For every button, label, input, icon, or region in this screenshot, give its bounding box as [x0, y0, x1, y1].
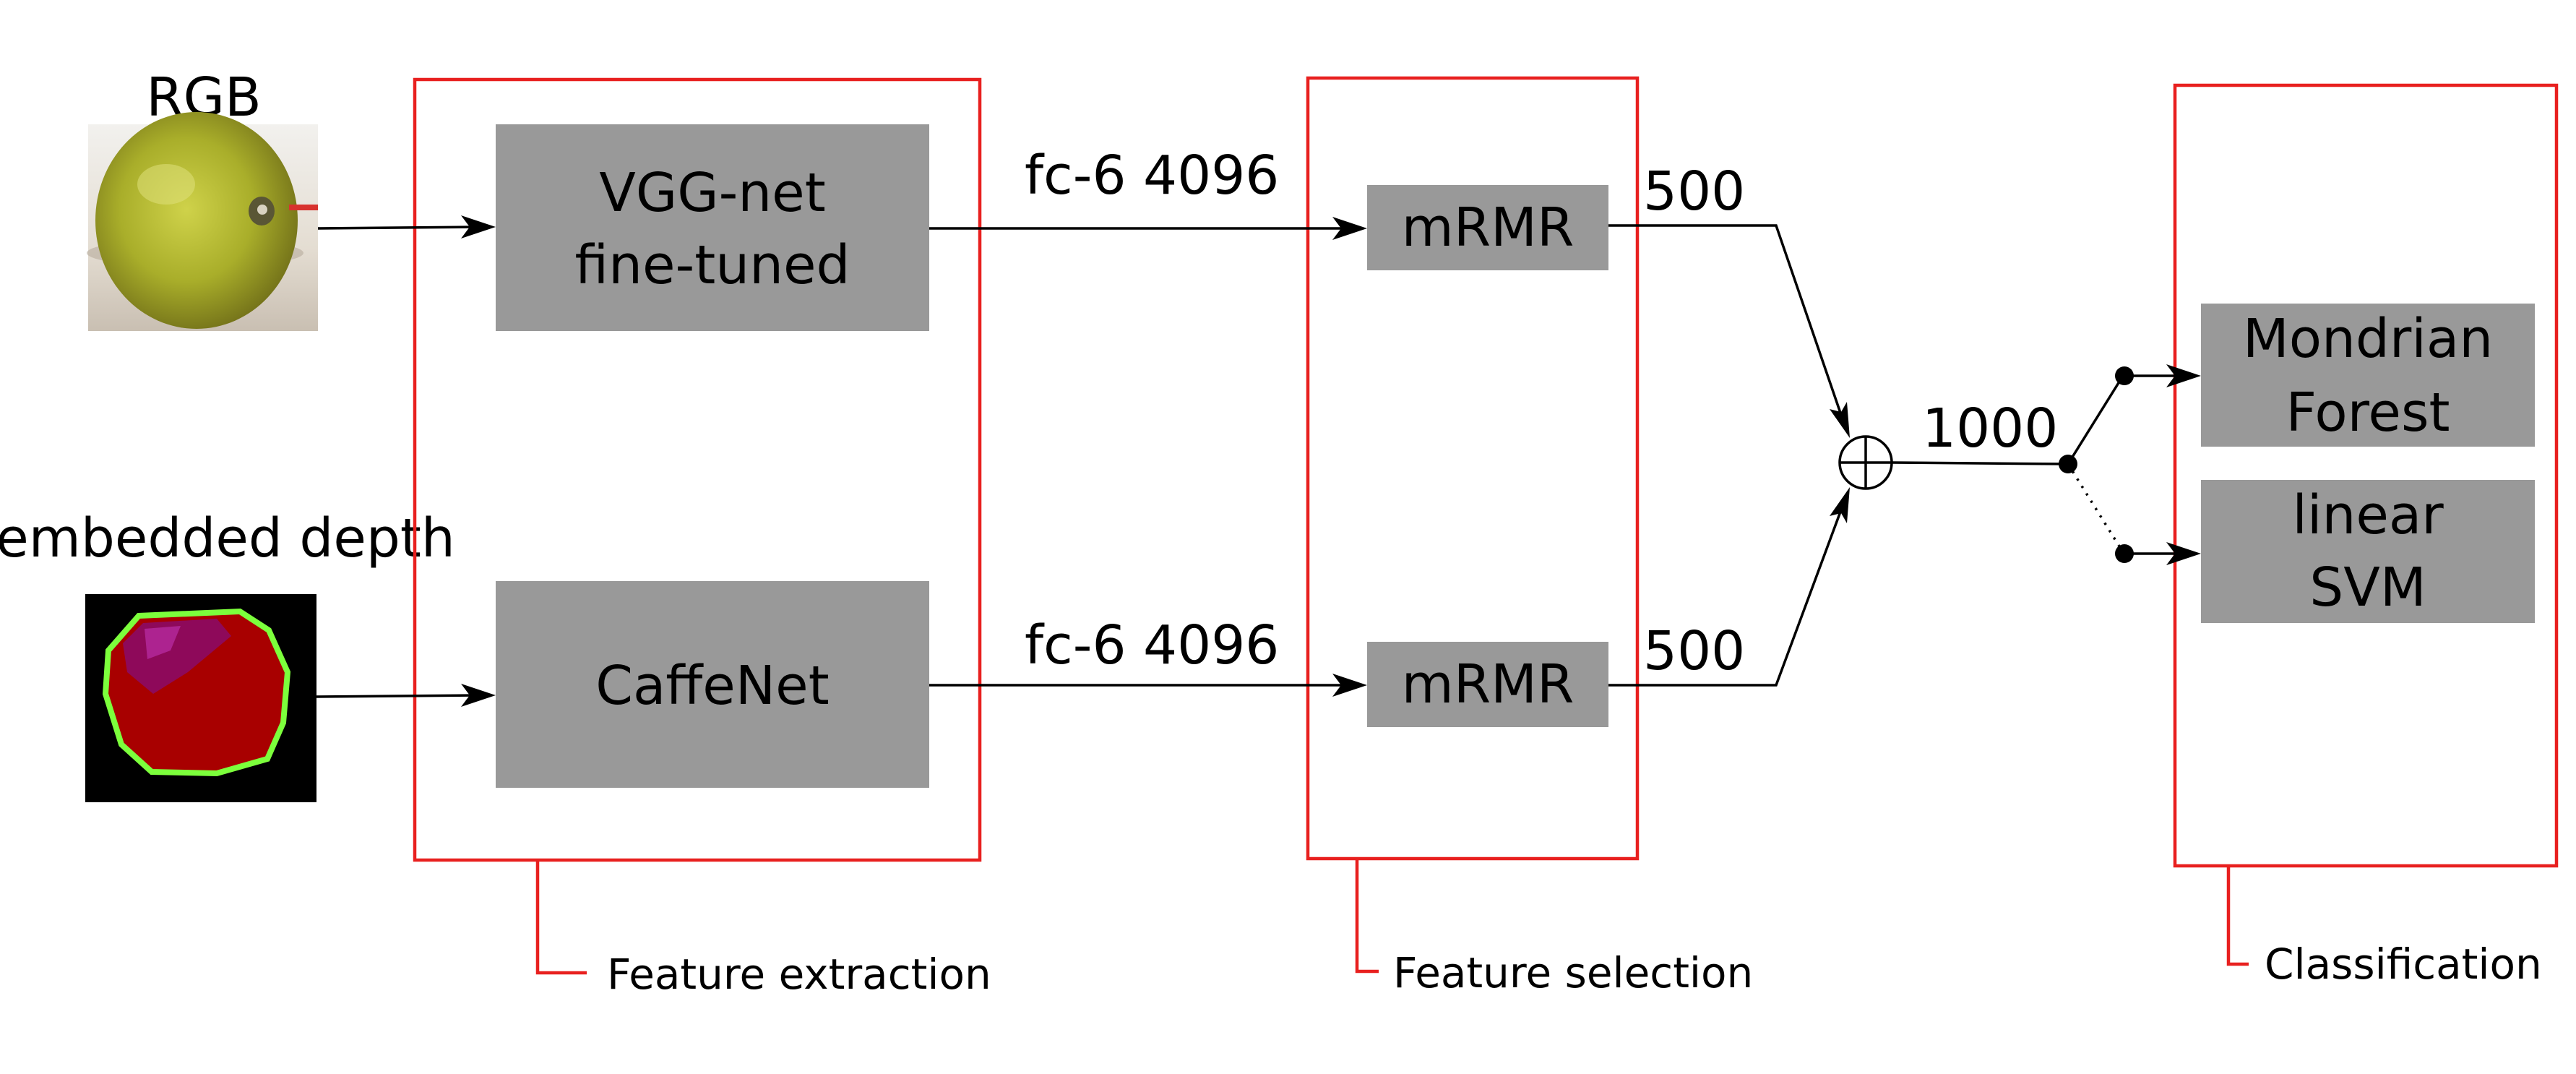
- classification-frame: [2173, 83, 2559, 868]
- feature-extraction-bracket: [535, 860, 587, 975]
- vgg-net-label-line1: VGG-net: [599, 162, 825, 224]
- switch-to-mondrian-wire: [2067, 375, 2124, 465]
- mondrian-forest-label-line1: Mondrian: [2243, 308, 2493, 370]
- vgg-net-box: [496, 124, 929, 331]
- mrmr-bottom-to-concat-arrow: [1830, 487, 1850, 523]
- feature-extraction-caption: Feature extraction: [607, 950, 991, 999]
- switch-to-svm-dotted-wire: [2067, 463, 2124, 553]
- mrmr-top-to-concat-wire: [1608, 224, 1844, 420]
- mondrian-forest-box: [2201, 304, 2535, 447]
- mrmr-bottom-box: [1367, 642, 1608, 727]
- vgg-to-mrmr-arrow: [1332, 217, 1367, 240]
- classification-bracket: [2226, 866, 2249, 966]
- rgb-to-vgg-wire: [317, 225, 478, 230]
- mrmr-top-box: [1367, 185, 1608, 270]
- depth-map-icon: [85, 594, 316, 802]
- fc6-bottom-label: fc-6 4096: [1025, 614, 1279, 676]
- linear-svm-label-line1: linear: [2292, 484, 2444, 546]
- feature-selection-caption: Feature selection: [1393, 948, 1753, 997]
- mrmr-top-to-concat-arrow: [1830, 402, 1850, 438]
- feature-selection-frame: [1306, 76, 1640, 861]
- fc6-top-label: fc-6 4096: [1025, 145, 1279, 207]
- mrmr-bottom-label: mRMR: [1402, 653, 1575, 716]
- mondrian-input-arrow: [2166, 364, 2201, 387]
- depth-to-caffenet-wire: [314, 694, 478, 698]
- dim-bottom-label: 500: [1643, 620, 1745, 682]
- mrmr-bottom-to-concat-wire: [1608, 505, 1844, 687]
- caffenet-box: [496, 581, 929, 788]
- linear-svm-box: [2201, 480, 2535, 623]
- dim-top-label: 500: [1643, 160, 1745, 223]
- depth-label: embedded depth: [0, 507, 455, 570]
- dim-concat-label: 1000: [1922, 398, 2058, 460]
- linear-svm-label-line2: SVM: [2309, 557, 2426, 619]
- rgb-to-vgg-arrow: [461, 215, 496, 239]
- mondrian-forest-label-line2: Forest: [2286, 382, 2450, 444]
- concat-to-switch-wire: [1891, 461, 2069, 465]
- depth-to-caffenet-arrow: [461, 684, 496, 707]
- caffenet-to-mrmr-arrow: [1332, 674, 1367, 697]
- apple-photo-icon: [87, 112, 318, 331]
- classification-caption: Classification: [2265, 940, 2542, 989]
- caffenet-label: CaffeNet: [595, 655, 829, 717]
- feature-selection-bracket: [1355, 859, 1379, 974]
- svm-input-arrow: [2166, 542, 2201, 565]
- vgg-net-label-line2: fine-tuned: [574, 234, 850, 296]
- circle-plus-icon: [1838, 435, 1893, 490]
- feature-extraction-frame: [413, 77, 982, 862]
- mrmr-top-label: mRMR: [1402, 197, 1575, 259]
